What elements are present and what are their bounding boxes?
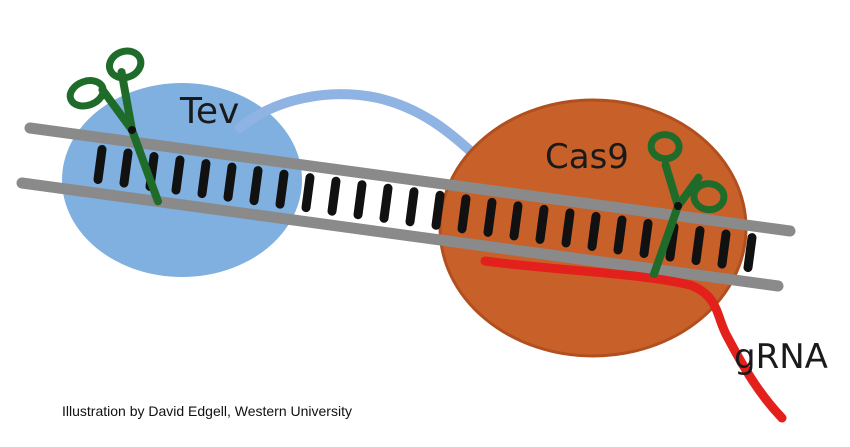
base-pair	[405, 187, 419, 227]
base-pair	[249, 166, 263, 206]
cas9-label: Cas9	[545, 137, 629, 177]
grna-label: gRNA	[734, 337, 828, 377]
scissors-icon	[647, 131, 728, 279]
base-pair	[717, 229, 731, 269]
base-pair	[665, 222, 679, 262]
base-pair	[301, 173, 315, 213]
dna-base-pairs	[93, 144, 757, 273]
base-pair	[613, 215, 627, 255]
base-pair	[587, 211, 601, 251]
base-pair	[353, 180, 367, 220]
base-pair	[509, 201, 523, 241]
base-pair	[561, 208, 575, 248]
base-pair	[743, 233, 757, 273]
tev-label: Tev	[179, 91, 239, 132]
base-pair	[535, 204, 549, 244]
base-pair	[119, 148, 133, 188]
base-pair	[171, 155, 185, 195]
base-pair	[483, 197, 497, 237]
base-pair	[457, 194, 471, 234]
base-pair	[431, 190, 445, 230]
tev-cas9-linker	[235, 89, 483, 163]
base-pair	[379, 183, 393, 223]
base-pair	[197, 159, 211, 199]
scissors-icon	[66, 47, 162, 206]
base-pair	[691, 226, 705, 266]
base-pair	[93, 144, 107, 184]
grna-strand	[480, 256, 787, 423]
dna-strand-top	[24, 122, 796, 237]
base-pair	[223, 162, 237, 202]
base-pair	[275, 169, 289, 209]
illustration-credit: Illustration by David Edgell, Western Un…	[62, 403, 352, 419]
base-pair	[639, 218, 653, 258]
base-pair	[327, 176, 341, 216]
